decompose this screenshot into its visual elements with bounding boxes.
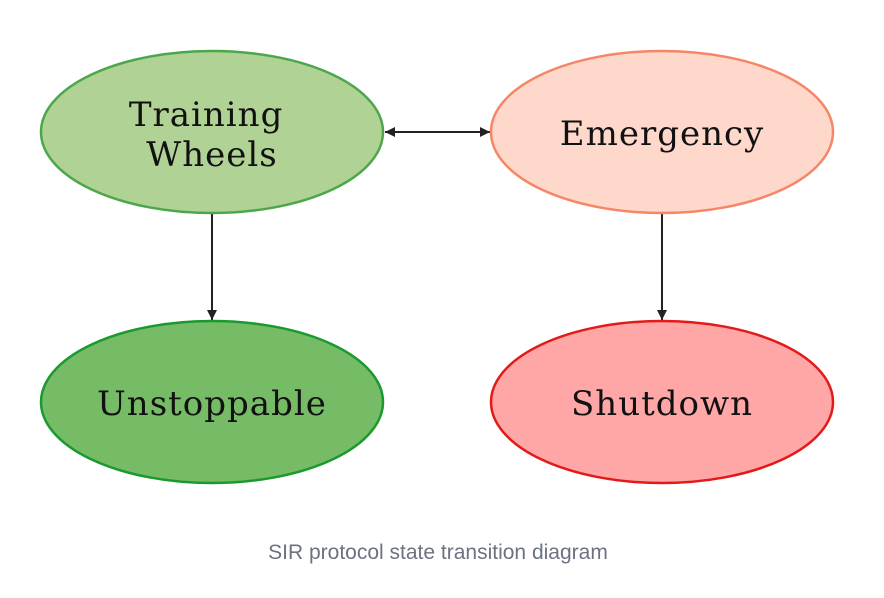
node-training-wheels-label-line-2: Wheels	[146, 135, 277, 175]
node-training-wheels[interactable]: Training Wheels	[39, 49, 385, 215]
node-unstoppable-label: Unstoppable	[97, 384, 327, 424]
node-shutdown[interactable]: Shutdown	[489, 319, 835, 485]
node-emergency-label: Emergency	[560, 114, 764, 154]
node-emergency[interactable]: Emergency	[489, 49, 835, 215]
node-shutdown-label: Shutdown	[571, 384, 753, 424]
node-unstoppable-shape	[39, 319, 385, 485]
node-training-wheels-label-line-1: Training	[129, 95, 284, 135]
node-emergency-shape	[489, 49, 835, 215]
node-unstoppable[interactable]: Unstoppable	[39, 319, 385, 485]
diagram-caption: SIR protocol state transition diagram	[268, 541, 608, 564]
node-shutdown-shape	[489, 319, 835, 485]
node-training-wheels-label: Training Wheels	[129, 95, 295, 175]
node-training-wheels-shape	[39, 49, 385, 215]
